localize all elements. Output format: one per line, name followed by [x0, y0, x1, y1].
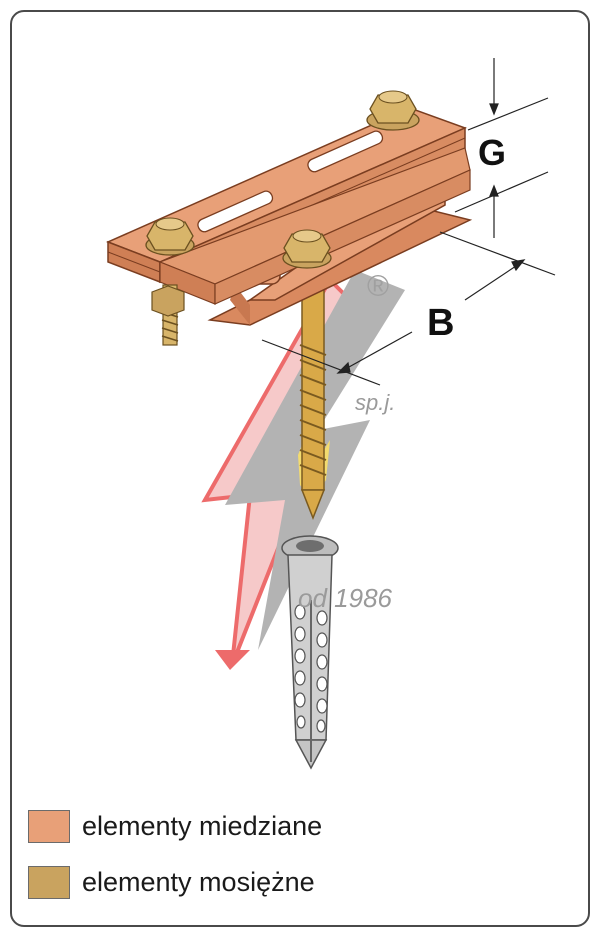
dimension-label-b: B [427, 302, 455, 344]
dimension-lines [261, 58, 556, 386]
clamp-diagram [106, 58, 556, 770]
legend-swatch-copper [28, 809, 70, 843]
legend-item-brass: elementy mosiężne [28, 862, 322, 902]
brass-nut-right [366, 90, 420, 131]
legend-item-copper: elementy miedziane [28, 806, 322, 846]
brass-nut-left [145, 217, 195, 256]
registered-mark-watermark: ® [367, 270, 390, 303]
wall-dowel [281, 535, 339, 770]
legend-label-copper: elementy miedziane [82, 810, 323, 841]
brass-nut-center [282, 229, 332, 269]
screw [299, 269, 327, 521]
legend: elementy miedziane elementy mosiężne [28, 806, 322, 918]
founded-year-watermark: od 1986 [298, 583, 392, 613]
brass-nuts [145, 90, 420, 346]
brass-bolt-bottom [151, 284, 185, 346]
company-suffix-watermark: sp.j. [355, 390, 396, 415]
legend-swatch-brass [28, 865, 70, 899]
legend-label-brass: elementy mosiężne [82, 866, 315, 897]
copper-plates [106, 107, 471, 305]
dimension-label-g: G [478, 132, 507, 173]
